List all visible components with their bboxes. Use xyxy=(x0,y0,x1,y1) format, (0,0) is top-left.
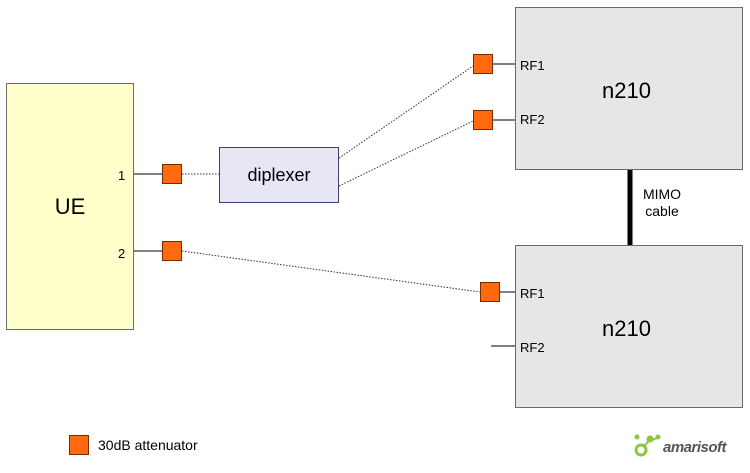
mimo-cable-line2: cable xyxy=(645,203,679,219)
n210-top-label: n210 xyxy=(602,78,651,103)
attenuator-n210-bottom-rf1 xyxy=(480,282,500,302)
amarisoft-logo-text: amarisoft xyxy=(663,439,727,456)
n210-bottom-box: n210 xyxy=(515,245,743,408)
diplexer-box: diplexer xyxy=(219,147,339,203)
diplexer-to-top-rf1-dotted xyxy=(338,65,474,159)
attenuator-n210-top-rf2 xyxy=(473,110,493,130)
port2-to-bottom-rf1-dotted xyxy=(181,250,481,293)
ue-port2-label: 2 xyxy=(118,246,126,261)
ue-label: UE xyxy=(54,193,86,219)
amarisoft-logo-mark-icon xyxy=(634,434,661,457)
n210-top-rf2-label: RF2 xyxy=(520,112,545,127)
n210-bottom-label: n210 xyxy=(602,316,651,341)
ue-port1-label: 1 xyxy=(118,168,126,183)
n210-bottom-rf2-label: RF2 xyxy=(520,340,545,355)
diplexer-to-top-rf2-dotted xyxy=(338,120,474,187)
n210-top-box: n210 xyxy=(515,7,743,170)
ue-box: UE xyxy=(6,83,134,330)
attenuator-ue-port2 xyxy=(162,241,182,261)
attenuator-ue-port1 xyxy=(162,164,182,184)
n210-top-rf1-label: RF1 xyxy=(520,58,545,73)
diplexer-label: diplexer xyxy=(247,164,311,185)
attenuator-n210-top-rf1 xyxy=(473,54,493,74)
mimo-cable-line1: MIMO xyxy=(642,186,682,202)
mimo-cable-label: MIMO cable xyxy=(640,186,684,220)
n210-bottom-rf1-label: RF1 xyxy=(520,286,545,301)
legend-attenuator-label: 30dB attenuator xyxy=(98,437,198,453)
legend-attenuator-swatch xyxy=(69,435,89,455)
amarisoft-logo: amarisoft xyxy=(633,432,741,462)
